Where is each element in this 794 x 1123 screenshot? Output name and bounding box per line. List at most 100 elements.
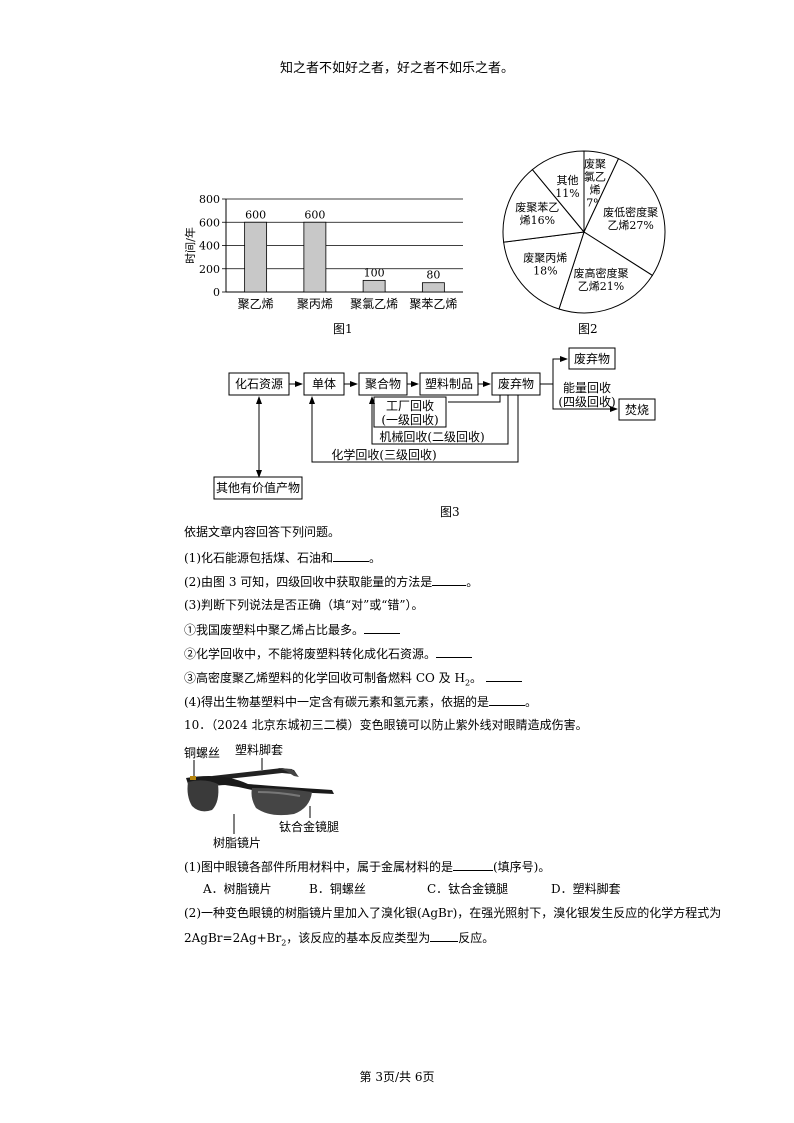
fig1-caption: 图1 <box>333 322 353 336</box>
label-polymer: 聚合物 <box>365 376 401 391</box>
question-4: (4)得出生物基塑料中一定含有碳元素和氢元素，依据的是 。 <box>184 693 537 710</box>
question-1: (1)化石能源包括煤、石油和 。 <box>184 549 381 566</box>
label-chem: 化学回收(三级回收) <box>331 447 436 462</box>
fig2-caption: 图2 <box>578 322 598 336</box>
question-10-2-line2: 2AgBr=2Ag+Br2，该反应的基本反应类型为 反应。 <box>184 929 494 951</box>
option-b[interactable]: B．铜螺丝 <box>309 882 366 896</box>
slice-label: 废高密度聚乙烯21% <box>574 266 629 293</box>
question-3: (3)判断下列说法是否正确（填“对”或“错”）。 <box>184 598 424 612</box>
pie-slice <box>558 231 654 314</box>
label-other: 其他有价值产物 <box>216 480 300 495</box>
question-2-text: (2)由图 3 可知，四级回收中获取能量的方法是 <box>184 575 433 589</box>
question-3-3-period: 。 <box>470 671 483 685</box>
question-1-period: 。 <box>369 551 382 565</box>
label-energy-2: (四级回收) <box>558 395 615 409</box>
question-3-1: ①我国废塑料中聚乙烯占比最多。 <box>184 621 401 638</box>
question-3-1-text: ①我国废塑料中聚乙烯占比最多。 <box>184 623 365 637</box>
question-3-3-sub: 2 <box>464 678 471 688</box>
question-3-3: ③高密度聚乙烯塑料的化学回收可制备燃料 CO 及 H2。 <box>184 669 523 691</box>
fig3-caption: 图3 <box>440 505 460 519</box>
answer-blank-3-3[interactable] <box>486 669 523 682</box>
label-energy-1: 能量回收 <box>563 381 611 395</box>
answer-blank-4[interactable] <box>489 693 526 706</box>
data-label: 600 <box>304 208 325 221</box>
label-factory-2: (一级回收) <box>381 413 438 427</box>
page-footer: 第 3页/共 6页 <box>359 1070 435 1084</box>
question-10-1-text: (1)图中眼镜各部件所用材料中，属于金属材料的是 <box>184 860 453 874</box>
label-mech: 机械回收(二级回收) <box>379 429 484 444</box>
question-10: 10．（2024 北京东城初三二模）变色眼镜可以防止紫外线对眼睛造成伤害。 <box>184 718 588 732</box>
y-tick-label: 0 <box>213 286 220 299</box>
x-tick-label: 聚乙烯 <box>238 297 274 311</box>
slice-label: 废低密度聚乙烯27% <box>603 205 658 232</box>
label-factory-1: 工厂回收 <box>386 399 434 413</box>
answer-blank-2[interactable] <box>432 573 467 586</box>
data-label: 100 <box>364 266 385 279</box>
option-d[interactable]: D．塑料脚套 <box>551 882 621 896</box>
label-plastic-pad: 塑料脚套 <box>235 743 284 757</box>
equation-sub: 2 <box>281 938 287 948</box>
label-monomer: 单体 <box>312 377 336 391</box>
bar <box>303 221 327 293</box>
equation: 2AgBr=2Ag+Br <box>184 931 282 945</box>
answer-blank-1[interactable] <box>333 549 369 562</box>
option-c[interactable]: C．钛合金镜腿 <box>427 882 509 896</box>
label-discard: 废弃物 <box>574 351 610 366</box>
option-a[interactable]: A．树脂镜片 <box>203 882 272 896</box>
y-tick-label: 800 <box>199 193 220 206</box>
answer-blank-3-2[interactable] <box>436 645 473 658</box>
intro-text: 依据文章内容回答下列问题。 <box>184 525 341 539</box>
box-burn <box>618 398 656 421</box>
answer-blank-10-1[interactable] <box>453 858 493 871</box>
x-tick-label: 聚丙烯 <box>297 297 333 311</box>
y-tick-label: 600 <box>199 216 220 229</box>
question-2-period: 。 <box>466 575 479 589</box>
label-plastic: 塑料制品 <box>425 376 473 391</box>
label-burn: 焚烧 <box>625 403 649 417</box>
slice-label: 废聚苯乙烯16% <box>515 200 559 227</box>
pie-slice <box>503 231 585 310</box>
label-titanium-temple: 钛合金镜腿 <box>279 820 340 834</box>
x-tick-label: 聚苯乙烯 <box>409 297 457 311</box>
fig3-flow-diagram: 化石资源 单体 聚合物 塑料制品 废弃物 废弃物 焚烧 其他有价值产物 工厂回收… <box>213 347 656 500</box>
sunglasses-image <box>186 758 334 834</box>
question-3-2: ②化学回收中，不能将废塑料转化成化石资源。 <box>184 645 473 662</box>
x-tick-label: 聚氯乙烯 <box>350 297 398 311</box>
options-row: A．树脂镜片 B．铜螺丝 C．钛合金镜腿 D．塑料脚套 <box>203 881 621 897</box>
answer-blank-10-2[interactable] <box>430 929 459 942</box>
box-factory <box>373 396 447 428</box>
question-3-3-text: ③高密度聚乙烯塑料的化学回收可制备燃料 CO 及 H <box>184 671 465 685</box>
label-waste: 废弃物 <box>498 376 534 391</box>
y-tick-label: 400 <box>199 240 220 253</box>
page-header: 知之者不如好之者，好之者不如乐之者。 <box>279 61 514 76</box>
pie-slice <box>531 150 585 234</box>
question-3-2-text: ②化学回收中，不能将废塑料转化成化石资源。 <box>184 647 437 661</box>
bar <box>244 221 268 293</box>
label-copper-screw: 铜螺丝 <box>184 746 221 760</box>
bar <box>421 282 445 293</box>
label-resin-lens: 树脂镜片 <box>213 836 262 850</box>
answer-blank-3-1[interactable] <box>364 621 401 634</box>
question-1-text: (1)化石能源包括煤、石油和 <box>184 551 333 565</box>
bar <box>362 279 386 293</box>
question-10-2-line1: (2)一种变色眼镜的树脂镜片里加入了溴化银(AgBr)，在强光照射下，溴化银发生… <box>184 906 722 920</box>
question-10-2-end: 反应。 <box>458 931 495 945</box>
pie-slice <box>583 158 666 277</box>
fig1-bar-chart: 0 200 400 600 800 600 聚乙烯 600 聚丙烯 100 聚氯乙烯 80 聚苯乙烯 时间… <box>183 193 463 311</box>
data-label: 80 <box>426 269 440 282</box>
y-tick-label: 200 <box>199 263 220 276</box>
label-fossil: 化石资源 <box>235 377 283 391</box>
box-discard <box>568 347 616 370</box>
question-2: (2)由图 3 可知，四级回收中获取能量的方法是 。 <box>184 573 478 590</box>
question-10-2-text: ，该反应的基本反应类型为 <box>286 931 431 945</box>
question-4-period: 。 <box>525 695 538 709</box>
y-axis-label: 时间/年 <box>183 227 197 264</box>
pie-slice <box>502 168 585 243</box>
question-4-text: (4)得出生物基塑料中一定含有碳元素和氢元素，依据的是 <box>184 695 490 709</box>
question-10-1: (1)图中眼镜各部件所用材料中，属于金属材料的是(填序号)。 <box>184 858 550 875</box>
data-label: 600 <box>245 208 266 221</box>
